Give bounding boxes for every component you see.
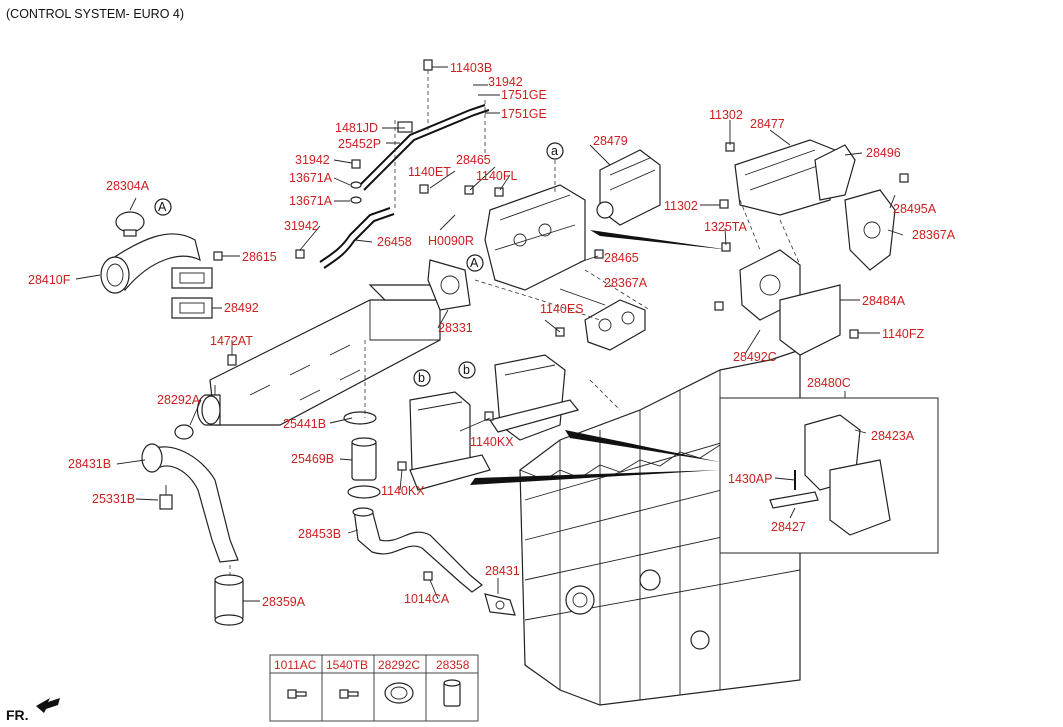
gasket-28492 bbox=[171, 267, 213, 319]
label-28479: 28479 bbox=[593, 134, 628, 148]
egr-actuator-28479 bbox=[596, 149, 661, 226]
hose-icon bbox=[443, 679, 461, 707]
label-28431: 28431 bbox=[485, 564, 520, 578]
label-31942: 31942 bbox=[488, 75, 523, 89]
label-28453B: 28453B bbox=[298, 527, 341, 541]
label-28304A: 28304A bbox=[106, 179, 150, 193]
marker-A: A bbox=[158, 200, 167, 214]
sensor-25331B bbox=[159, 485, 173, 510]
front-label: FR. bbox=[6, 707, 29, 723]
label-25331B: 25331B bbox=[92, 492, 135, 506]
label-11403B: 11403B bbox=[450, 61, 492, 75]
label-1140KX: 1140KX bbox=[381, 484, 425, 498]
label-28465: 28465 bbox=[604, 251, 639, 265]
flange-gasket-28331 bbox=[427, 259, 471, 311]
pipe-26458 bbox=[319, 207, 395, 269]
leader-lines bbox=[75, 66, 904, 602]
hose-25469B bbox=[343, 411, 381, 499]
label-1751GE: 1751GE bbox=[501, 107, 547, 121]
label-28492: 28492 bbox=[224, 301, 259, 315]
legend-header-28358: 28358 bbox=[436, 658, 470, 672]
label-26458: 26458 bbox=[377, 235, 412, 249]
heat-shield-28477 bbox=[734, 139, 836, 216]
legend-header-28292C: 28292C bbox=[378, 658, 420, 672]
clamp-28292A bbox=[174, 424, 194, 440]
label-1140FL: 1140FL bbox=[476, 169, 518, 183]
hose-28359A bbox=[214, 574, 244, 626]
gasket-28431 bbox=[484, 593, 516, 616]
label-31942: 31942 bbox=[295, 153, 330, 167]
label-H0090R: H0090R bbox=[428, 234, 474, 248]
clamp-icon bbox=[384, 682, 414, 704]
callout-markers: A A a b b bbox=[154, 142, 564, 387]
bracket-28496 bbox=[814, 144, 856, 201]
label-28359A: 28359A bbox=[262, 595, 306, 609]
legend-table: 1011AC 1540TB 28292C 28358 bbox=[269, 654, 479, 722]
label-28496: 28496 bbox=[866, 146, 901, 160]
bracket-assembly-b-lower bbox=[409, 391, 491, 491]
label-1014CA: 1014CA bbox=[404, 592, 450, 606]
egr-pipe-28431B bbox=[141, 443, 239, 563]
label-28410F: 28410F bbox=[28, 273, 71, 287]
label-28484A: 28484A bbox=[862, 294, 906, 308]
label-28615: 28615 bbox=[242, 250, 277, 264]
label-28465: 28465 bbox=[456, 153, 491, 167]
label-28423A: 28423A bbox=[871, 429, 915, 443]
label-25441B: 25441B bbox=[283, 417, 326, 431]
label-13671A: 13671A bbox=[289, 171, 333, 185]
front-direction-indicator: FR. bbox=[6, 698, 60, 723]
label-1140KX: 1140KX bbox=[470, 435, 514, 449]
bracket-28484A bbox=[739, 249, 841, 356]
label-28477: 28477 bbox=[750, 117, 785, 131]
label-1140ET: 1140ET bbox=[408, 165, 451, 179]
label-28492C: 28492C bbox=[733, 350, 777, 364]
label-28331: 28331 bbox=[438, 321, 473, 335]
label-1325TA: 1325TA bbox=[704, 220, 748, 234]
bracket-assembly-b-upper bbox=[489, 354, 580, 441]
label-11302: 11302 bbox=[709, 108, 743, 122]
label-13671A: 13671A bbox=[289, 194, 333, 208]
bolt-icon bbox=[287, 689, 307, 699]
label-28480C: 28480C bbox=[807, 376, 851, 390]
arrow-icon bbox=[36, 698, 60, 713]
label-25469B: 25469B bbox=[291, 452, 334, 466]
legend-header-1011AC: 1011AC bbox=[274, 658, 317, 672]
pipe-25452P bbox=[359, 104, 490, 191]
legend-header-1540TB: 1540TB bbox=[326, 658, 368, 672]
label-28495A: 28495A bbox=[893, 202, 937, 216]
label-25452P: 25452P bbox=[338, 137, 381, 151]
dashed-guides bbox=[229, 70, 801, 578]
label-1751GE: 1751GE bbox=[501, 88, 547, 102]
label-1430AP: 1430AP bbox=[728, 472, 772, 486]
label-28427: 28427 bbox=[771, 520, 806, 534]
label-1472AT: 1472AT bbox=[210, 334, 253, 348]
callout-arrows bbox=[470, 230, 730, 485]
detail-box-28480C bbox=[719, 397, 939, 554]
marker-a: a bbox=[551, 144, 558, 158]
part-labels: 11403B 31942 1751GE 1751GE 1481JD 25452P… bbox=[28, 61, 956, 609]
intake-hose-28410F bbox=[100, 233, 201, 294]
label-28367A: 28367A bbox=[912, 228, 956, 242]
egr-valve-housing bbox=[484, 184, 586, 291]
diagram-title: (CONTROL SYSTEM- EURO 4) bbox=[6, 7, 184, 21]
label-28431B: 28431B bbox=[68, 457, 111, 471]
marker-b: b bbox=[463, 363, 470, 377]
marker-b: b bbox=[418, 371, 425, 385]
hose-clamp-28304A bbox=[115, 211, 145, 237]
label-28367A: 28367A bbox=[604, 276, 648, 290]
label-31942: 31942 bbox=[284, 219, 319, 233]
marker-A: A bbox=[470, 256, 479, 270]
gasket-28367A-lower bbox=[584, 299, 646, 351]
label-11302: 11302 bbox=[664, 199, 698, 213]
label-1140FZ: 1140FZ bbox=[882, 327, 925, 341]
egr-pipe-28453B bbox=[352, 507, 483, 593]
bolt-icon bbox=[339, 689, 359, 699]
label-1140ES: 1140ES bbox=[540, 302, 584, 316]
bracket-28367A-upper bbox=[844, 189, 896, 271]
label-28292A: 28292A bbox=[157, 393, 201, 407]
label-1481JD: 1481JD bbox=[335, 121, 378, 135]
